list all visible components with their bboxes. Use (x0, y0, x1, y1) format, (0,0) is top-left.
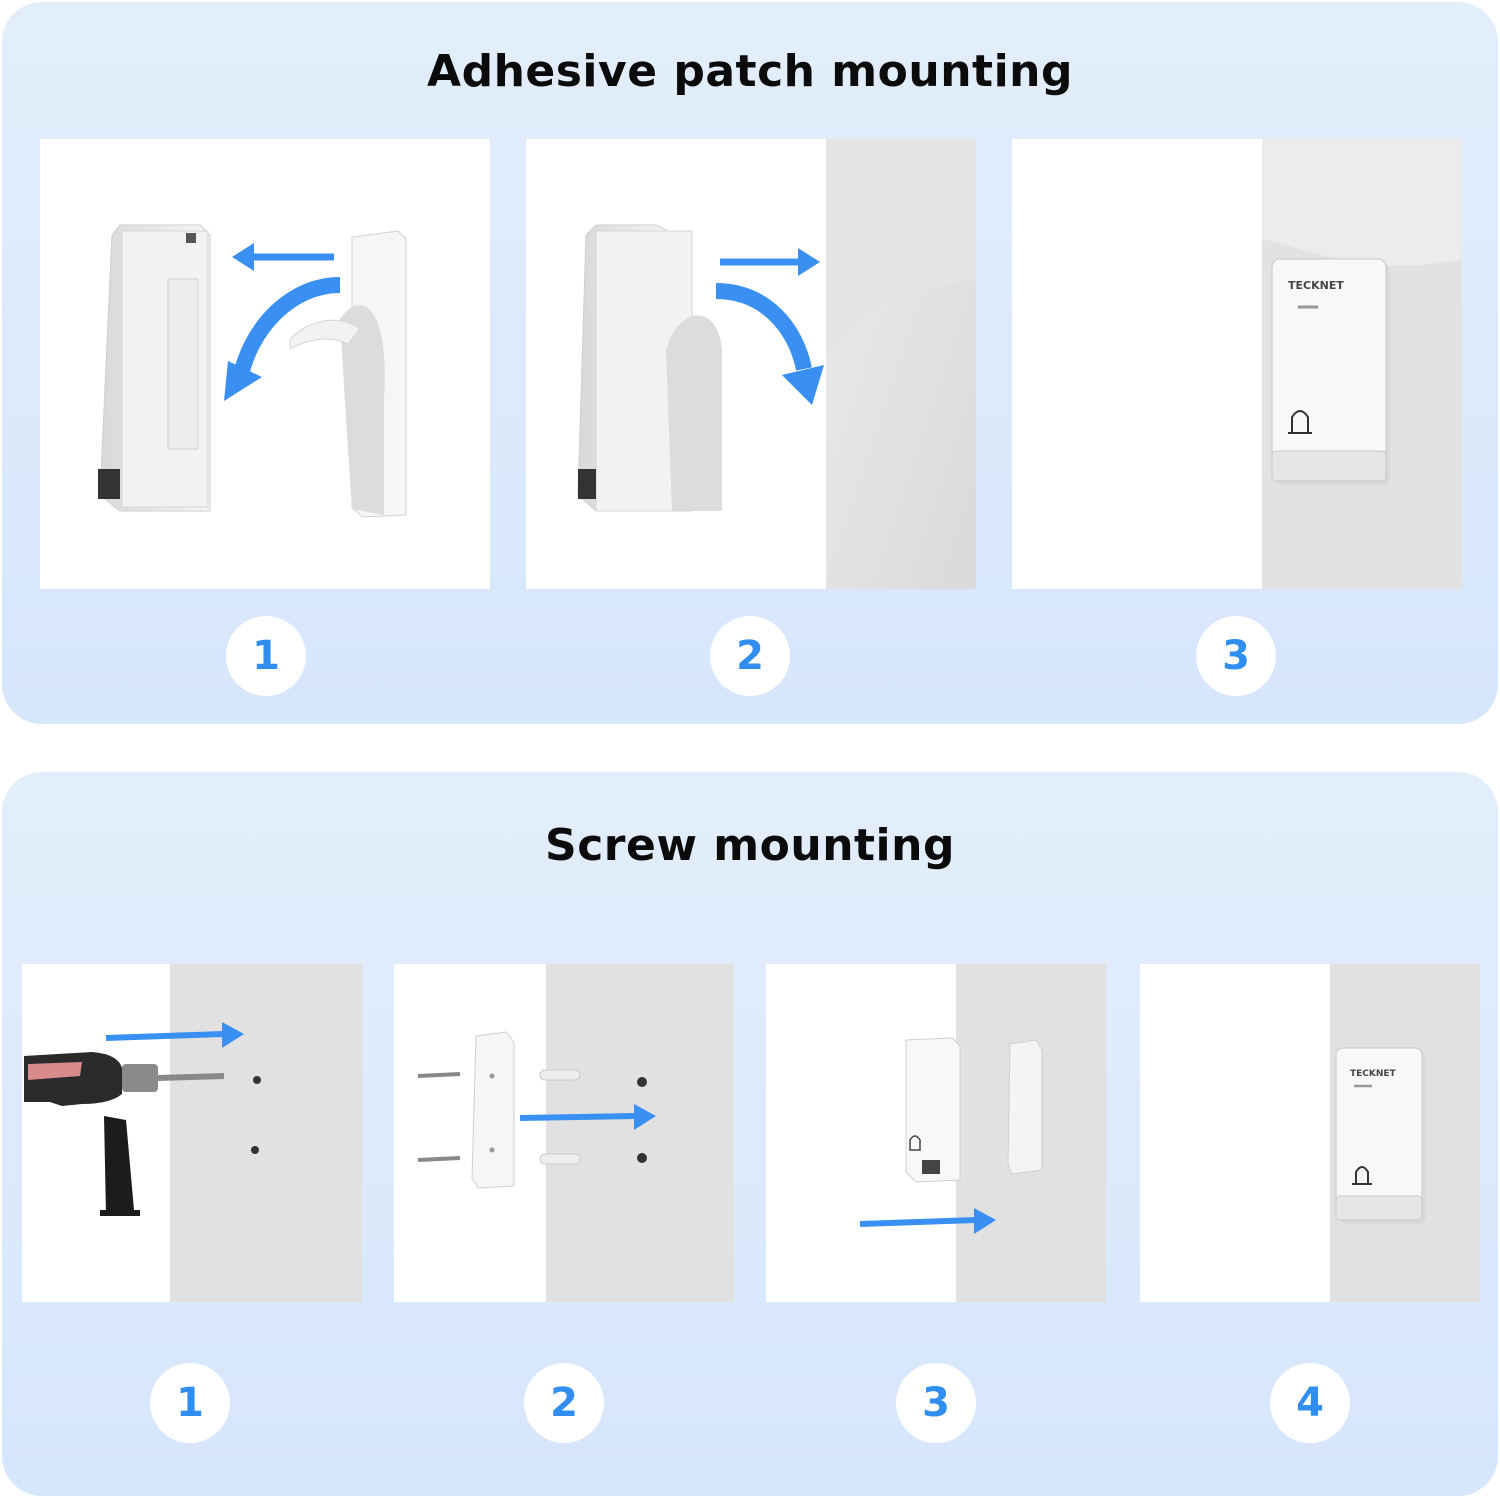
bell-icon (1352, 1166, 1372, 1185)
wall (546, 964, 734, 1302)
adhesive-step-badge-3: 3 (1196, 616, 1276, 696)
bell-icon (909, 1135, 921, 1151)
mounting-bracket (1007, 1039, 1043, 1175)
doorbell-back-view (577, 224, 722, 512)
doorbell-side-view (905, 1037, 961, 1183)
adhesive-step-badge-2: 2 (710, 616, 790, 696)
doorbell-back-view (98, 224, 211, 512)
arrow-icon (519, 1104, 656, 1130)
wall (170, 964, 362, 1302)
doorbell-mounted (1335, 1047, 1426, 1224)
doorbell-mounted (1271, 258, 1390, 485)
screw-step-badge-4: 4 (1270, 1363, 1350, 1443)
screws (417, 1069, 581, 1165)
bell-icon (1288, 410, 1312, 434)
drill-icon (24, 1052, 225, 1216)
adhesive-section: Adhesive patch mounting (2, 2, 1498, 724)
arrow-icon (224, 243, 341, 401)
adhesive-title: Adhesive patch mounting (427, 46, 1073, 97)
brand-label: TECKNET (1288, 279, 1344, 292)
screw-step-1-image (22, 964, 362, 1302)
adhesive-step-2-image (526, 139, 976, 589)
adhesive-step-1-image (40, 139, 490, 589)
screw-step-2-image (394, 964, 734, 1302)
screw-step-badge-2: 2 (524, 1363, 604, 1443)
screw-step-badge-1: 1 (150, 1363, 230, 1443)
screw-step-badge-3: 3 (896, 1363, 976, 1443)
arrow-icon (715, 248, 824, 405)
arrow-icon (859, 1208, 996, 1234)
brand-label: TECKNET (1350, 1069, 1397, 1079)
arrow-icon (105, 1022, 244, 1048)
screw-title: Screw mounting (545, 820, 955, 871)
screw-step-3-image (766, 964, 1106, 1302)
screw-section: Screw mounting (2, 772, 1498, 1496)
adhesive-patch (289, 230, 407, 518)
adhesive-step-badge-1: 1 (226, 616, 306, 696)
screw-step-4-image: TECKNET (1140, 964, 1480, 1302)
mounting-bracket (471, 1031, 515, 1189)
adhesive-step-3-image: TECKNET (1012, 139, 1462, 589)
